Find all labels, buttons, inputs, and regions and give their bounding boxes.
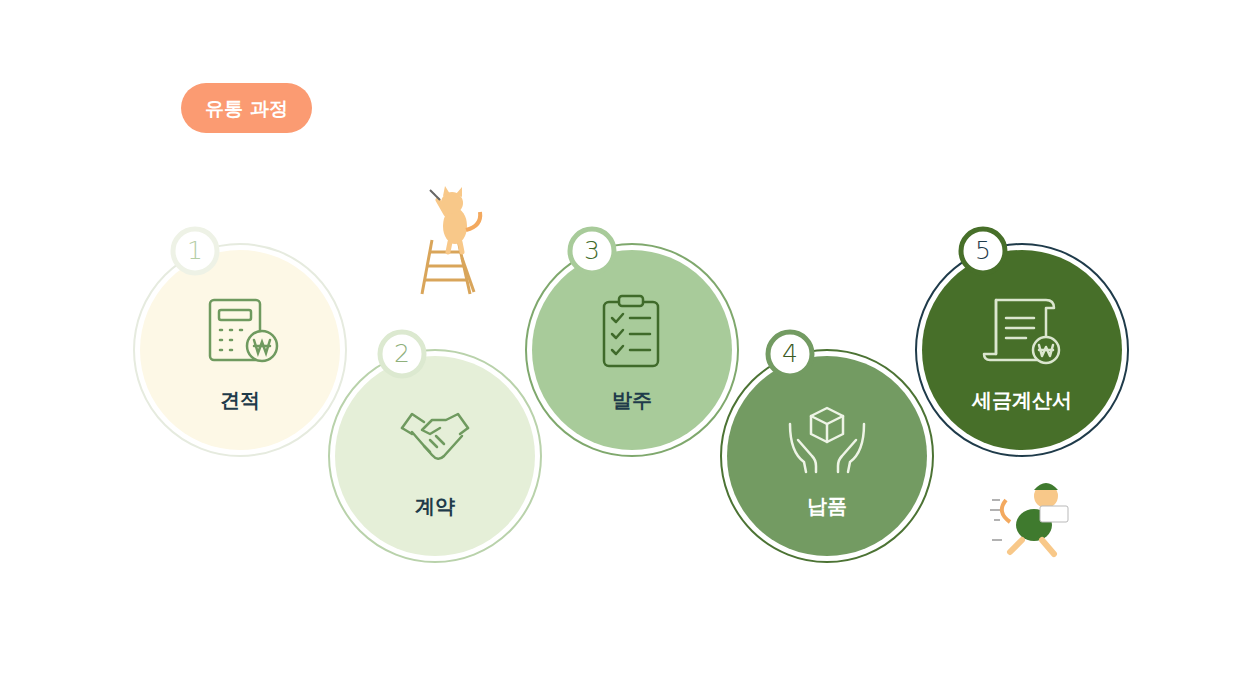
step-circle: 4납품 — [720, 349, 934, 563]
step-label: 계약 — [415, 494, 455, 518]
title-pill: 유통 과정 — [181, 83, 312, 133]
step-label: 세금계산서 — [972, 388, 1072, 412]
step-label: 견적 — [220, 388, 260, 412]
scroll-icon — [984, 300, 1059, 363]
clipboard-icon — [604, 296, 658, 366]
step-number: 2 — [394, 339, 410, 369]
step-circle: 2계약 — [328, 349, 542, 563]
step-circle: 3발주 — [525, 243, 739, 457]
step-number: 3 — [584, 236, 600, 266]
handshake-icon — [402, 414, 468, 459]
step-label: 발주 — [612, 388, 652, 412]
step-circles — [134, 244, 1128, 562]
step-circle: 1견적 — [133, 243, 347, 457]
step-number: 1 — [187, 236, 203, 266]
running-cat — [990, 483, 1068, 554]
number-badges — [173, 229, 1005, 376]
step-number: 4 — [782, 339, 798, 369]
hands-box-icon — [790, 408, 864, 472]
step-number: 5 — [975, 236, 991, 266]
cat-on-ladder — [422, 186, 480, 294]
step-circle: 5세금계산서 — [915, 243, 1129, 457]
step-label: 납품 — [807, 494, 847, 518]
calculator-icon — [210, 300, 277, 361]
